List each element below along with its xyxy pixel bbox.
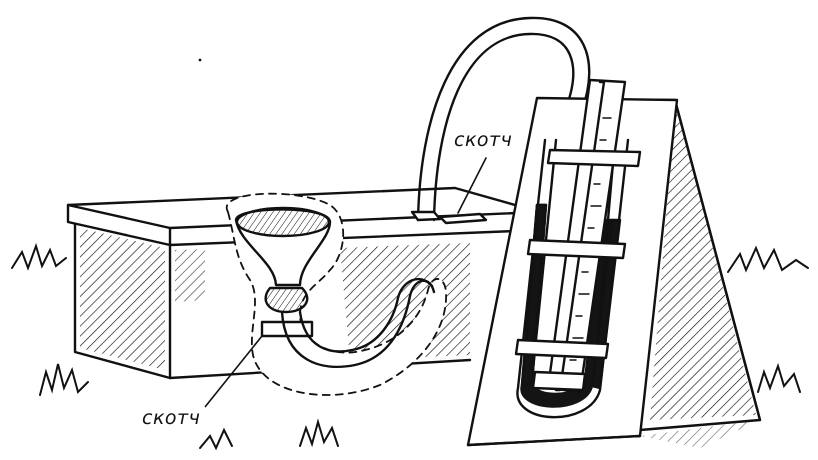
- diagram: скотч скотч: [0, 0, 818, 460]
- label-leaders: [0, 0, 818, 460]
